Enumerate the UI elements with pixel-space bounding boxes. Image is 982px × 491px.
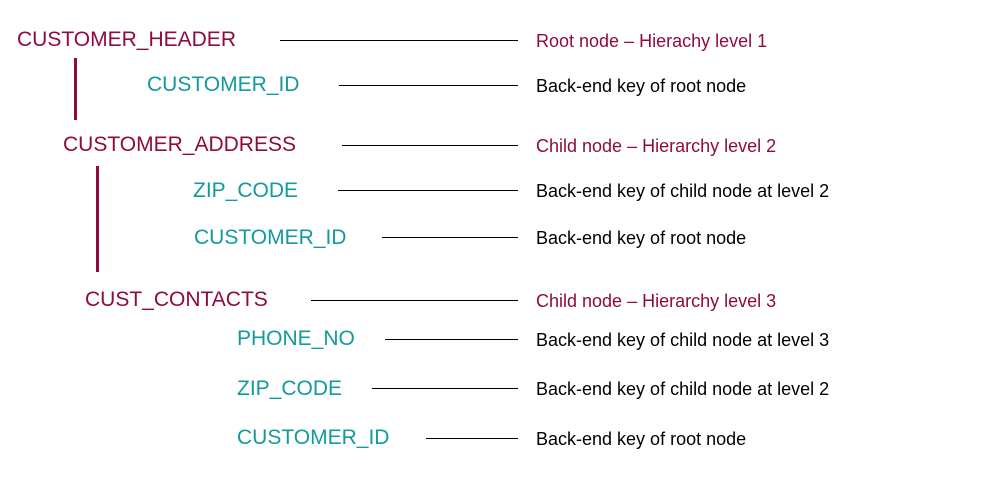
connector-line-customer-header bbox=[280, 40, 518, 41]
connector-line-zip-code-address bbox=[338, 190, 518, 191]
connector-line-customer-id-root-key bbox=[339, 85, 518, 86]
connector-line-cust-contacts bbox=[311, 300, 518, 301]
node-customer-header: CUSTOMER_HEADER bbox=[17, 28, 236, 51]
connector-line-zip-code-contacts bbox=[372, 388, 518, 389]
description-customer-id-contacts: Back-end key of root node bbox=[536, 429, 747, 449]
hierarchy-connector-level-1 bbox=[74, 58, 77, 120]
description-zip-code-contacts: Back-end key of child node at level 2 bbox=[536, 379, 830, 399]
node-phone-no: PHONE_NO bbox=[237, 327, 355, 350]
description-zip-code-address: Back-end key of child node at level 2 bbox=[536, 181, 830, 201]
description-phone-no: Back-end key of child node at level 3 bbox=[536, 330, 830, 350]
node-zip-code-contacts: ZIP_CODE bbox=[237, 377, 343, 400]
connector-line-phone-no bbox=[385, 339, 518, 340]
description-customer-address: Child node – Hierarchy level 2 bbox=[536, 136, 777, 156]
node-cust-contacts: CUST_CONTACTS bbox=[85, 288, 268, 311]
description-customer-header: Root node – Hierachy level 1 bbox=[536, 31, 768, 51]
description-customer-id-root-key: Back-end key of root node bbox=[536, 76, 747, 96]
description-customer-id-address: Back-end key of root node bbox=[536, 228, 747, 248]
connector-line-customer-id-contacts bbox=[426, 438, 518, 439]
node-customer-id-contacts: CUSTOMER_ID bbox=[237, 426, 390, 449]
connector-line-customer-address bbox=[342, 145, 518, 146]
hierarchy-connector-level-2 bbox=[96, 166, 99, 272]
node-customer-address: CUSTOMER_ADDRESS bbox=[63, 133, 296, 156]
node-zip-code-address: ZIP_CODE bbox=[193, 179, 299, 202]
description-cust-contacts: Child node – Hierarchy level 3 bbox=[536, 291, 777, 311]
connector-line-customer-id-address bbox=[382, 237, 518, 238]
node-customer-id-address: CUSTOMER_ID bbox=[194, 226, 347, 249]
node-customer-id-root-key: CUSTOMER_ID bbox=[147, 73, 300, 96]
